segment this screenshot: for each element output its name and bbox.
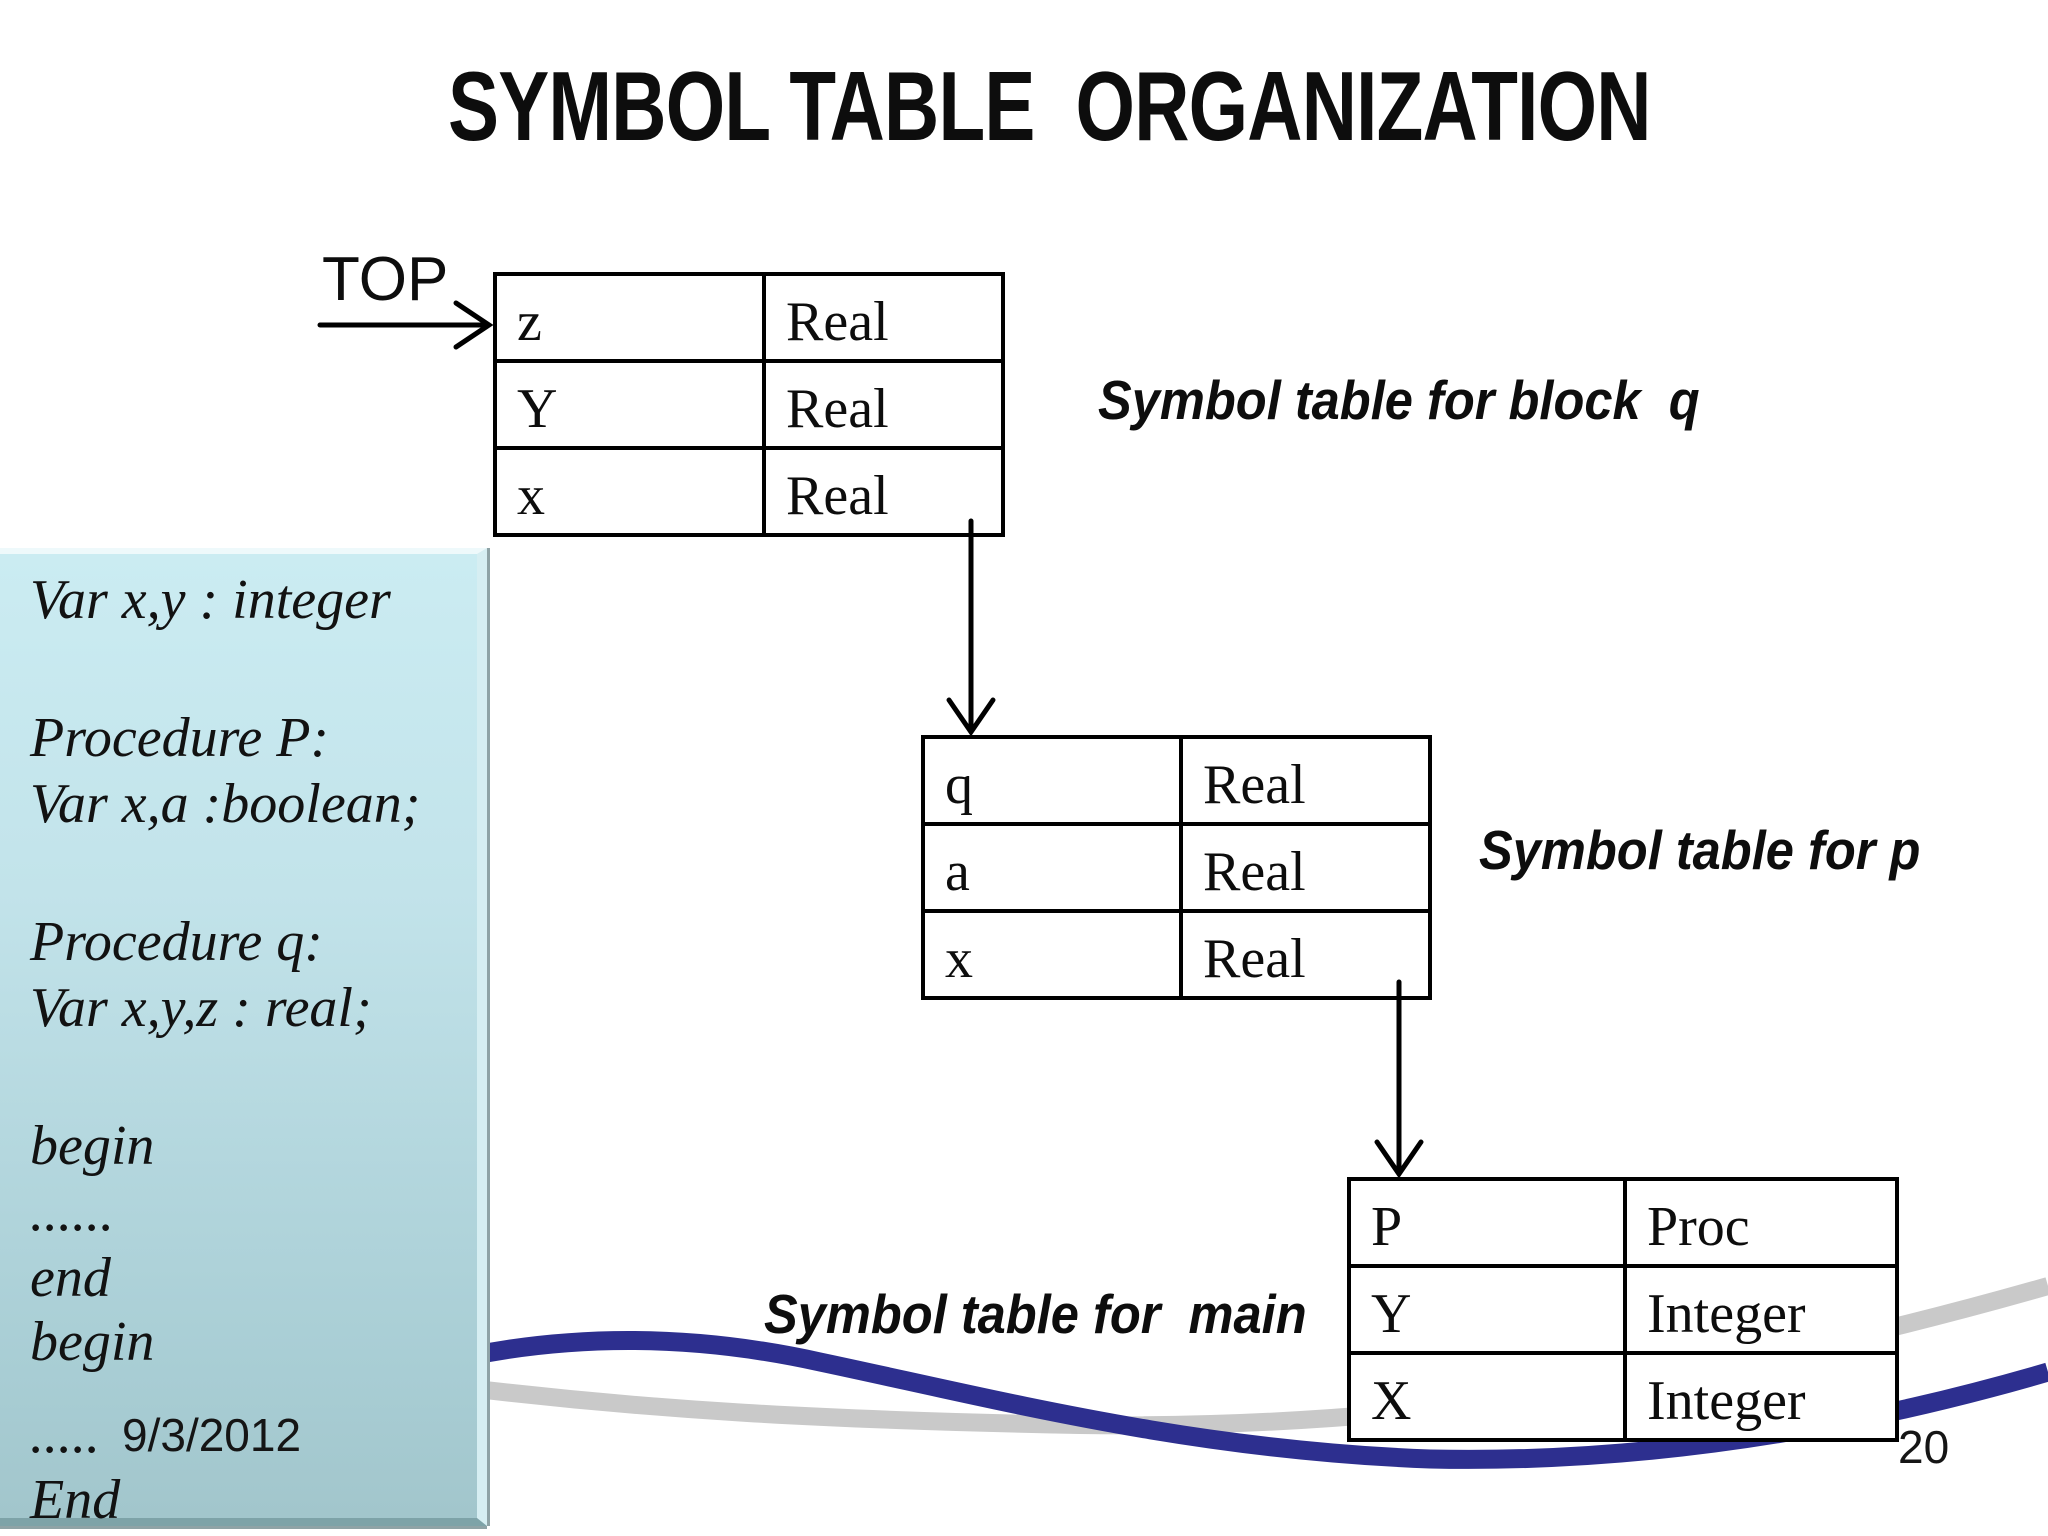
table-row: Y Real: [493, 359, 1005, 450]
table-row: X Integer: [1347, 1351, 1899, 1442]
symbol-cell: Y: [1347, 1264, 1627, 1355]
code-line: ......: [30, 1181, 114, 1243]
table-row: P Proc: [1347, 1177, 1899, 1268]
symbol-table-main: P Proc Y Integer X Integer: [1347, 1177, 1899, 1442]
table-row: x Real: [493, 446, 1005, 537]
symbol-cell: Y: [493, 359, 766, 450]
code-line: begin: [30, 1115, 155, 1177]
type-cell: Proc: [1623, 1177, 1899, 1268]
code-line: Var x,y,z : real;: [30, 977, 372, 1039]
table-row: a Real: [921, 822, 1432, 913]
type-cell: Real: [1179, 909, 1432, 1000]
symbol-cell: a: [921, 822, 1183, 913]
symbol-table-block-q: z Real Y Real x Real: [493, 272, 1005, 537]
code-line: Var x,a :boolean;: [30, 773, 421, 835]
table-row: Y Integer: [1347, 1264, 1899, 1355]
code-line: .....: [30, 1403, 100, 1465]
symbol-cell: q: [921, 735, 1183, 826]
type-cell: Real: [762, 359, 1005, 450]
arrow-p-to-main: [1374, 979, 1424, 1179]
page-number: 20: [1898, 1421, 1950, 1473]
code-line: Var x,y : integer: [30, 569, 391, 631]
type-cell: Real: [762, 272, 1005, 363]
table-row: z Real: [493, 272, 1005, 363]
type-cell: Integer: [1623, 1351, 1899, 1442]
table-row: x Real: [921, 909, 1432, 1000]
symbol-cell: x: [493, 446, 766, 537]
symbol-cell: P: [1347, 1177, 1627, 1268]
table-row: q Real: [921, 735, 1432, 826]
symbol-cell: z: [493, 272, 766, 363]
symbol-table-p: q Real a Real x Real: [921, 735, 1432, 1000]
stack-top-label: TOP: [322, 245, 449, 314]
slide-title: SYMBOL TABLE ORGANIZATION: [448, 51, 1652, 161]
type-cell: Real: [1179, 822, 1432, 913]
code-line: End: [30, 1469, 121, 1531]
caption-block-q: Symbol table for block q: [1098, 369, 1700, 431]
type-cell: Real: [1179, 735, 1432, 826]
type-cell: Real: [762, 446, 1005, 537]
symbol-cell: X: [1347, 1351, 1627, 1442]
caption-p: Symbol table for p: [1479, 819, 1921, 881]
arrow-q-to-p: [946, 518, 996, 737]
code-line: end: [30, 1247, 111, 1309]
code-line: Procedure P:: [30, 707, 330, 769]
symbol-cell: x: [921, 909, 1183, 1000]
code-line: Procedure q:: [30, 911, 323, 973]
slide-date: 9/3/2012: [122, 1409, 302, 1461]
caption-main: Symbol table for main: [764, 1283, 1307, 1345]
type-cell: Integer: [1623, 1264, 1899, 1355]
code-line: begin: [30, 1311, 155, 1373]
code-box: Var x,y : integer Procedure P: Var x,a :…: [0, 548, 487, 1531]
